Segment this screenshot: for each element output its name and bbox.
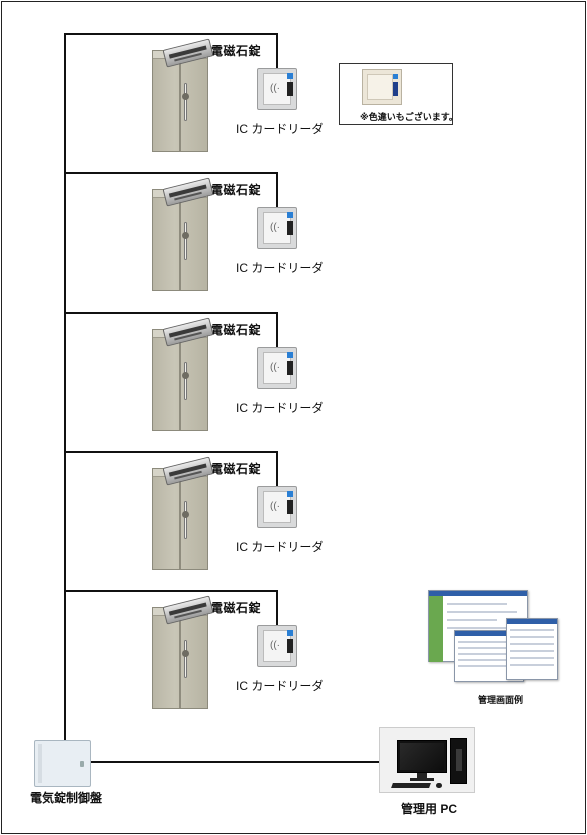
unit-wire-horizontal — [64, 33, 277, 35]
control-panel-label: 電気錠制御盤 — [30, 791, 103, 805]
management-screen-icon — [428, 590, 558, 686]
magnetic-lock-label: 電磁石錠 — [211, 601, 262, 615]
unit-wire-vertical — [276, 312, 278, 348]
control-panel-icon — [34, 740, 91, 787]
magnetic-lock-label: 電磁石錠 — [211, 183, 262, 197]
unit-wire-vertical — [276, 172, 278, 208]
card-reader-label: IC カードリーダ — [236, 261, 324, 275]
unit-wire-horizontal — [64, 451, 277, 453]
card-reader-icon: ((· — [257, 347, 297, 389]
card-reader-icon: ((· — [257, 68, 297, 110]
main-vertical-wire — [64, 33, 66, 741]
unit-wire-horizontal — [64, 312, 277, 314]
card-reader-alt-color-icon — [362, 69, 402, 105]
door-unit-4: 電磁石錠 ((· IC カードリーダ — [0, 418, 587, 570]
pc-label: 管理用 PC — [401, 802, 458, 816]
door-unit-2: 電磁石錠 ((· IC カードリーダ — [0, 139, 587, 291]
card-reader-icon: ((· — [257, 207, 297, 249]
door-icon — [152, 189, 208, 291]
unit-wire-vertical — [276, 590, 278, 626]
management-screen-label: 管理画面例 — [478, 695, 524, 705]
door-icon — [152, 468, 208, 570]
door-unit-1: 電磁石錠 ((· IC カードリーダ — [0, 0, 587, 152]
card-reader-icon: ((· — [257, 486, 297, 528]
magnetic-lock-label: 電磁石錠 — [211, 462, 262, 476]
unit-wire-vertical — [276, 33, 278, 69]
magnetic-lock-label: 電磁石錠 — [211, 323, 262, 337]
card-reader-label: IC カードリーダ — [236, 401, 324, 415]
card-reader-label: IC カードリーダ — [236, 679, 324, 693]
magnetic-lock-label: 電磁石錠 — [211, 44, 262, 58]
door-icon — [152, 329, 208, 431]
door-icon — [152, 607, 208, 709]
unit-wire-vertical — [276, 451, 278, 487]
door-icon — [152, 50, 208, 152]
bottom-horizontal-wire — [91, 761, 381, 763]
card-reader-label: IC カードリーダ — [236, 540, 324, 554]
card-reader-icon: ((· — [257, 625, 297, 667]
door-unit-3: 電磁石錠 ((· IC カードリーダ — [0, 279, 587, 431]
pc-icon — [379, 727, 475, 793]
unit-wire-horizontal — [64, 172, 277, 174]
unit-wire-horizontal — [64, 590, 277, 592]
card-reader-label: IC カードリーダ — [236, 122, 324, 136]
door-unit-5: 電磁石錠 ((· IC カードリーダ — [0, 557, 587, 709]
color-variation-box: ※色違いもございます。 — [339, 63, 458, 125]
color-variation-note: ※色違いもございます。 — [360, 112, 458, 122]
